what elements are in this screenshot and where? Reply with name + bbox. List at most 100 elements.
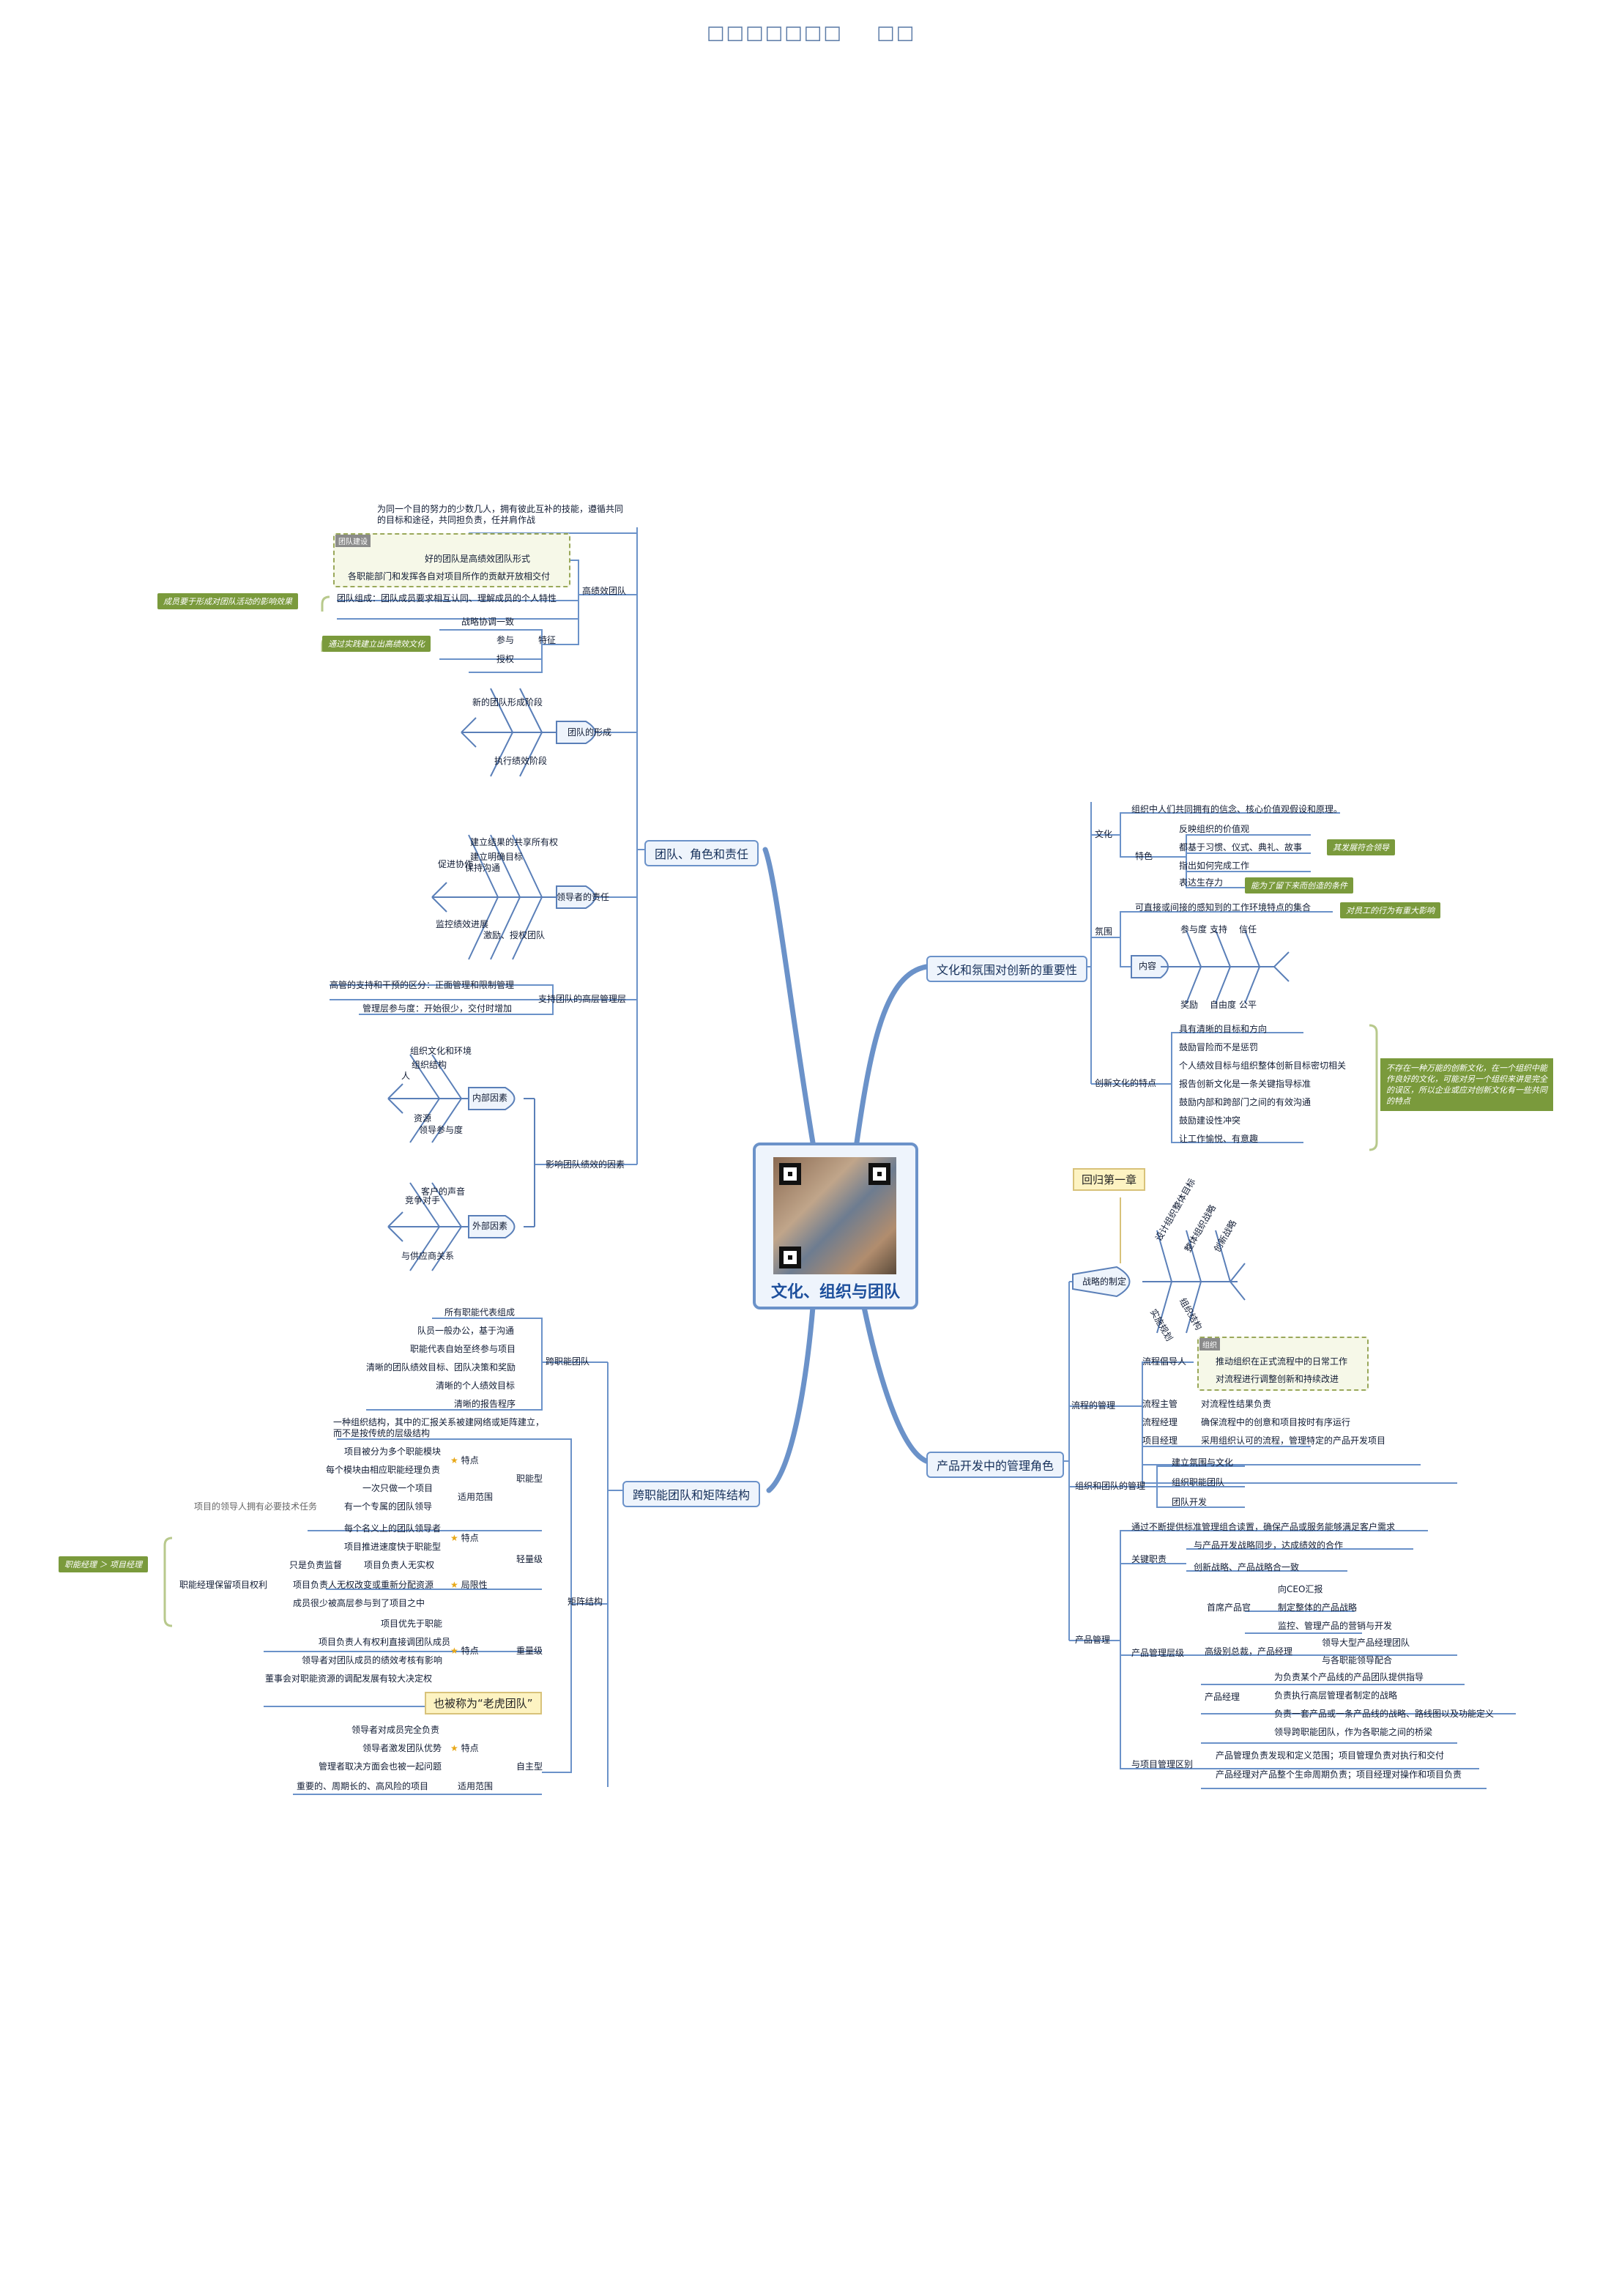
heavy-item-3: 领导者对团队成员的绩效考核有影响 [302, 1655, 443, 1665]
process-manager[interactable]: 流程经理 [1142, 1417, 1178, 1427]
culture-feature-1: 反映组织的价值观 [1179, 824, 1250, 834]
process-owner[interactable]: 流程主管 [1142, 1399, 1178, 1409]
functional-note: 项目的领导人拥有必要技术任务 [194, 1501, 318, 1512]
topic-cross-matrix[interactable]: 跨职能团队和矩阵结构 [622, 1481, 761, 1507]
autonomous-scope[interactable]: 适用范围 [458, 1781, 494, 1791]
team-feature-2: 参与 [496, 635, 515, 645]
innovation-note: 不存在一种万能的创新文化，在一个组织中能 作良好的文化，可能对另一个组织来讲是完… [1380, 1058, 1553, 1111]
culture-feature-4: 表达生存力 [1179, 877, 1224, 888]
process-advocate-tag: 组织 [1199, 1338, 1220, 1351]
team-building-frame [333, 533, 570, 587]
leader-resp-5: 监控绩效进展 [436, 919, 489, 929]
innovation-culture[interactable]: 创新文化的特点 [1095, 1078, 1157, 1088]
back-to-chapter-one[interactable]: 回归第一章 [1073, 1168, 1146, 1191]
functional-item-1: 项目被分为多个职能模块 [344, 1446, 442, 1457]
process-advocate-2: 对流程进行调整创新和持续改进 [1216, 1374, 1339, 1384]
light-type[interactable]: 轻量级 [516, 1554, 543, 1564]
tiger-team-callout: 也被称为“老虎团队” [425, 1692, 542, 1714]
innovation-trait-3: 个人绩效目标与组织整体创新目标密切相关 [1179, 1060, 1347, 1071]
light-features[interactable]: ★ 特点 [450, 1533, 479, 1543]
team-line-1: 好的团队是高绩效团队形式 [425, 554, 531, 564]
strategy-formulation[interactable]: 战略的制定 [1082, 1277, 1127, 1287]
topic-management-roles[interactable]: 产品开发中的管理角色 [926, 1452, 1065, 1478]
pm-item-2: 负责执行高层管理者制定的战略 [1274, 1690, 1398, 1701]
qr-code-image [773, 1157, 896, 1274]
center-node[interactable]: 文化、组织与团队 [753, 1143, 918, 1309]
product-management[interactable]: 产品管理 [1075, 1635, 1111, 1645]
process-advocate[interactable]: 流程倡导人 [1142, 1356, 1187, 1367]
light-item-3: 只是负责监督 [289, 1560, 343, 1570]
pm-item-3: 负责一套产品或一条产品线的战略、路线图以及功能定义 [1274, 1709, 1495, 1719]
chief-product-officer[interactable]: 首席产品官 [1207, 1602, 1251, 1613]
project-manager[interactable]: 项目经理 [1142, 1435, 1178, 1446]
process-management[interactable]: 流程的管理 [1071, 1400, 1116, 1411]
high-performance-team[interactable]: 高绩效团队 [582, 586, 627, 596]
light-item-2: 项目推进速度快于职能型 [344, 1542, 442, 1552]
product-mgmt-levels[interactable]: 产品管理层级 [1131, 1648, 1185, 1658]
functional-type[interactable]: 职能型 [516, 1474, 543, 1484]
team-note-1: 成员要于形成对团队活动的影响效果 [157, 593, 298, 609]
org-item-2: 组织职能团队 [1172, 1477, 1225, 1487]
process-advocate-1: 推动组织在正式流程中的日常工作 [1216, 1356, 1348, 1367]
atmosphere-item-4: 奖励 [1180, 1000, 1199, 1010]
topic-team-roles[interactable]: 团队、角色和责任 [644, 840, 759, 866]
senior-pm-item-1: 领导大型产品经理团队 [1322, 1638, 1410, 1648]
process-manager-desc: 确保流程中的创意和项目按时有序运行 [1201, 1417, 1351, 1427]
leader-resp-2: 建立明确目标 [470, 852, 524, 862]
topic-culture-climate[interactable]: 文化和氛围对创新的重要性 [926, 956, 1088, 982]
functional-scope[interactable]: 适用范围 [458, 1492, 494, 1502]
header-left: □□□□□□□ [706, 22, 843, 44]
project-manager-desc: 采用组织认可的流程，管理特定的产品开发项目 [1201, 1435, 1386, 1446]
project-mgmt-difference[interactable]: 与项目管理区别 [1131, 1759, 1194, 1769]
team-formation[interactable]: 团队的形成 [568, 727, 612, 738]
atmosphere-item-6: 公平 [1239, 1000, 1257, 1010]
autonomous-item-1: 领导者对成员完全负责 [351, 1725, 440, 1735]
inner-factor-4: 资源 [414, 1113, 432, 1123]
atmosphere-content[interactable]: 内容 [1139, 961, 1157, 971]
performance-factors[interactable]: 影响团队绩效的因素 [546, 1159, 625, 1170]
cross-item-6: 清晰的报告程序 [454, 1399, 516, 1409]
innovation-trait-2: 鼓励冒险而不是惩罚 [1179, 1042, 1259, 1052]
inner-factor-1: 组织文化和环境 [410, 1046, 472, 1056]
functional-features-label: 特点 [461, 1455, 479, 1465]
cross-functional-team[interactable]: 跨职能团队 [546, 1356, 590, 1367]
culture-node[interactable]: 文化 [1095, 829, 1113, 839]
team-building-tag: 团队建设 [335, 535, 371, 547]
heavy-item-1: 项目优先于职能 [381, 1619, 443, 1629]
heavy-features-label: 特点 [461, 1646, 479, 1656]
heavy-features[interactable]: ★ 特点 [450, 1646, 479, 1656]
inner-factors[interactable]: 内部因素 [472, 1093, 508, 1103]
cross-item-1: 所有职能代表组成 [444, 1307, 516, 1318]
heavy-type[interactable]: 重量级 [516, 1646, 543, 1656]
formation-stage-1: 新的团队形成阶段 [472, 697, 543, 707]
culture-feature-3: 指出如何完成工作 [1179, 861, 1250, 871]
org-team-management[interactable]: 组织和团队的管理 [1075, 1481, 1146, 1491]
product-manager[interactable]: 产品经理 [1205, 1692, 1240, 1702]
leader-resp-6: 激励、授权团队 [483, 930, 546, 940]
leader-responsibility[interactable]: 领导者的责任 [557, 892, 610, 902]
matrix-structure[interactable]: 矩阵结构 [568, 1597, 603, 1607]
autonomous-type[interactable]: 自主型 [516, 1761, 543, 1772]
innovation-trait-1: 具有清晰的目标和方向 [1179, 1024, 1268, 1034]
outer-factors[interactable]: 外部因素 [472, 1221, 508, 1231]
support-management[interactable]: 支持团队的高层管理层 [538, 994, 627, 1004]
cpo-item-3: 监控、管理产品的营销与开发 [1278, 1621, 1393, 1631]
team-features[interactable]: 特征 [538, 635, 557, 645]
innovation-trait-5: 鼓励内部和跨部门之间的有效沟通 [1179, 1097, 1312, 1107]
team-definition: 为同一个目的努力的少数几人，拥有彼此互补的技能，遵循共同 的目标和途径，共同担负… [377, 504, 624, 525]
functional-features[interactable]: ★ 特点 [450, 1455, 479, 1465]
autonomous-features[interactable]: ★ 特点 [450, 1743, 479, 1753]
light-limits[interactable]: ★ 局限性 [450, 1580, 488, 1590]
light-features-label: 特点 [461, 1533, 479, 1543]
cross-item-5: 清晰的个人绩效目标 [436, 1381, 516, 1391]
culture-features[interactable]: 特色 [1135, 851, 1153, 861]
header-right: □□ [877, 22, 916, 44]
senior-product-manager[interactable]: 高级别总裁，产品经理 [1205, 1646, 1293, 1657]
key-responsibilities[interactable]: 关键职责 [1131, 1554, 1167, 1564]
formation-stage-2: 执行绩效阶段 [494, 756, 548, 766]
team-feature-1: 战略协调一致 [461, 617, 515, 627]
heavy-item-4: 董事会对职能资源的调配发展有较大决定权 [265, 1673, 433, 1684]
culture-note-1: 其发展符合领导 [1327, 839, 1395, 855]
atmosphere-node[interactable]: 氛围 [1095, 926, 1113, 937]
